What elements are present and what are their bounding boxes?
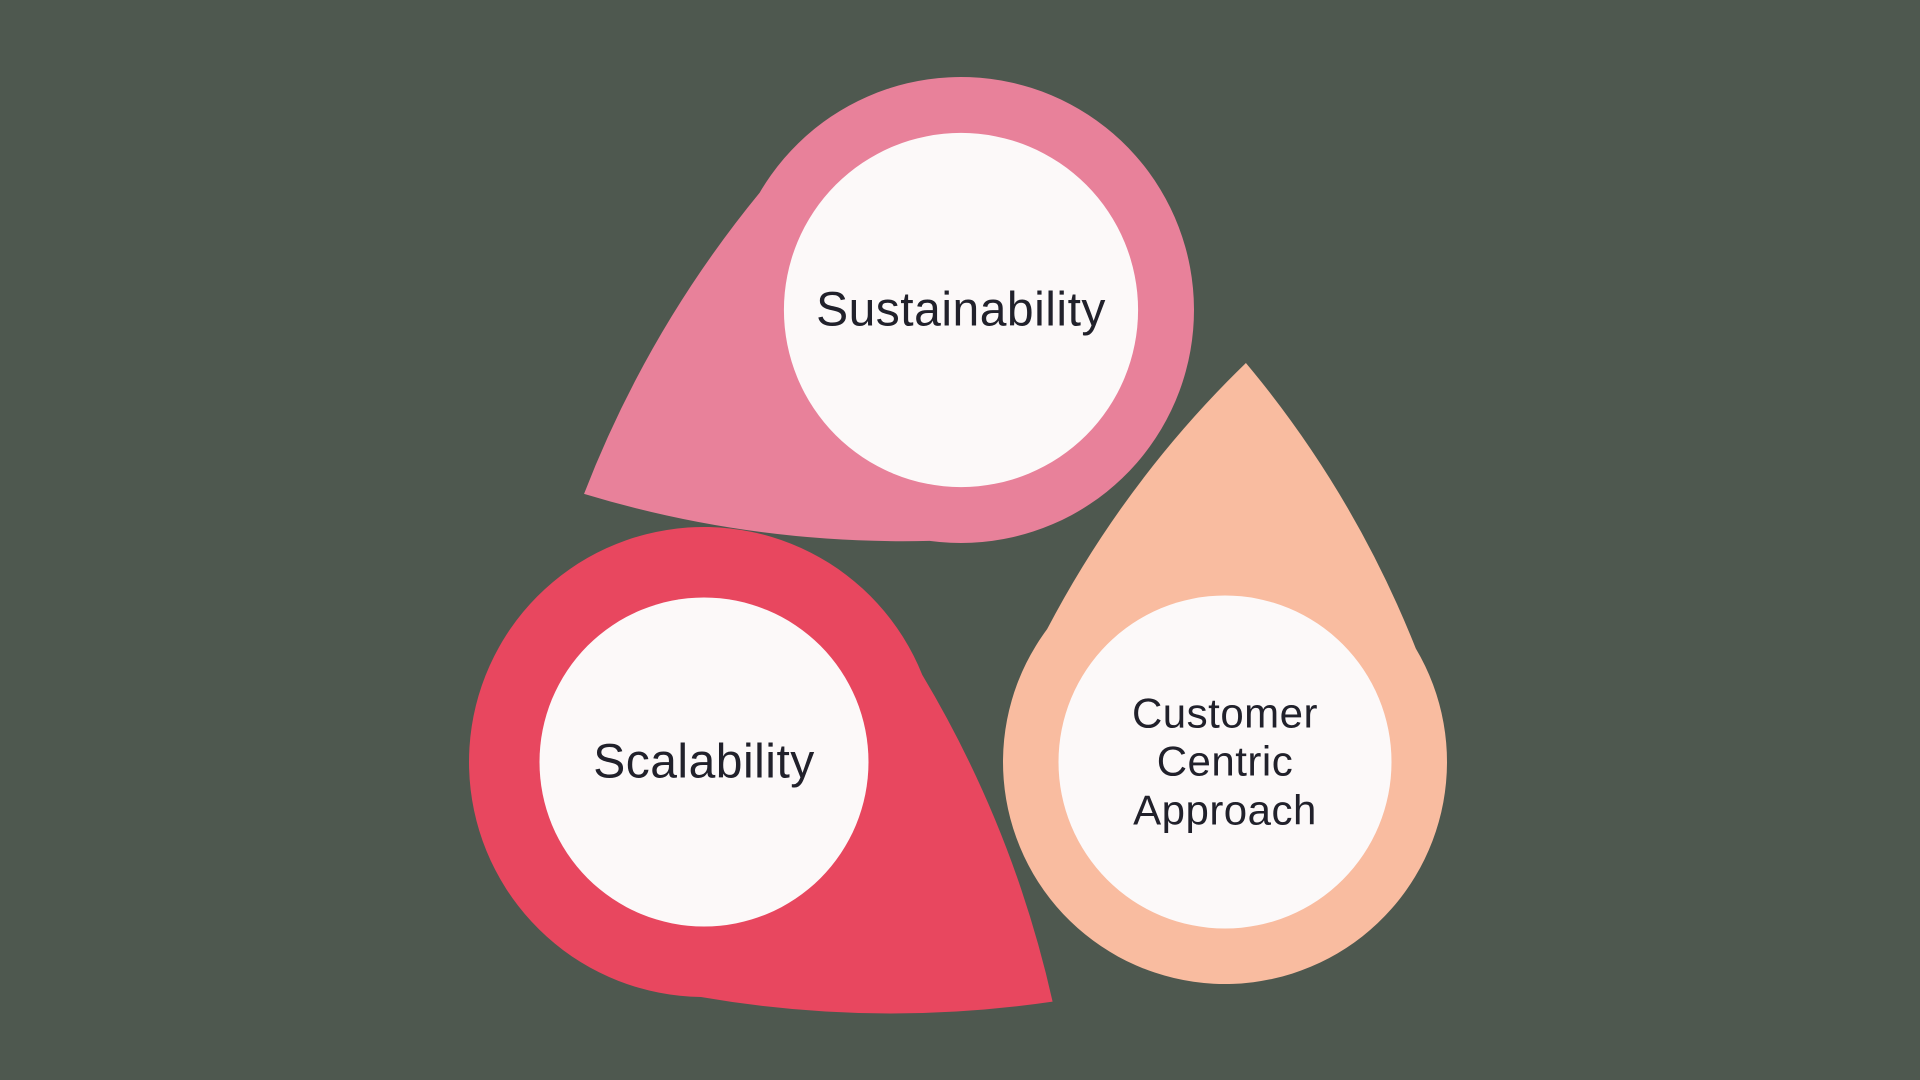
node-customer-centric: Customer Centric Approach <box>781 318 1669 1080</box>
node-label-sustainability: Sustainability <box>816 283 1106 337</box>
node-sustainability: Sustainability <box>495 0 1427 776</box>
node-label-scalability: Scalability <box>593 735 815 789</box>
teardrop-scalability-svg <box>469 527 1053 1014</box>
teardrop-sustainability-svg <box>584 77 1194 543</box>
inner-circle <box>1058 595 1392 929</box>
teardrop-customer-centric-svg <box>1003 362 1447 984</box>
node-label-customer-centric: Customer Centric Approach <box>1131 689 1319 834</box>
inner-circle <box>783 132 1139 488</box>
node-scalability: Scalability <box>234 292 1174 1080</box>
inner-circle <box>539 597 869 927</box>
